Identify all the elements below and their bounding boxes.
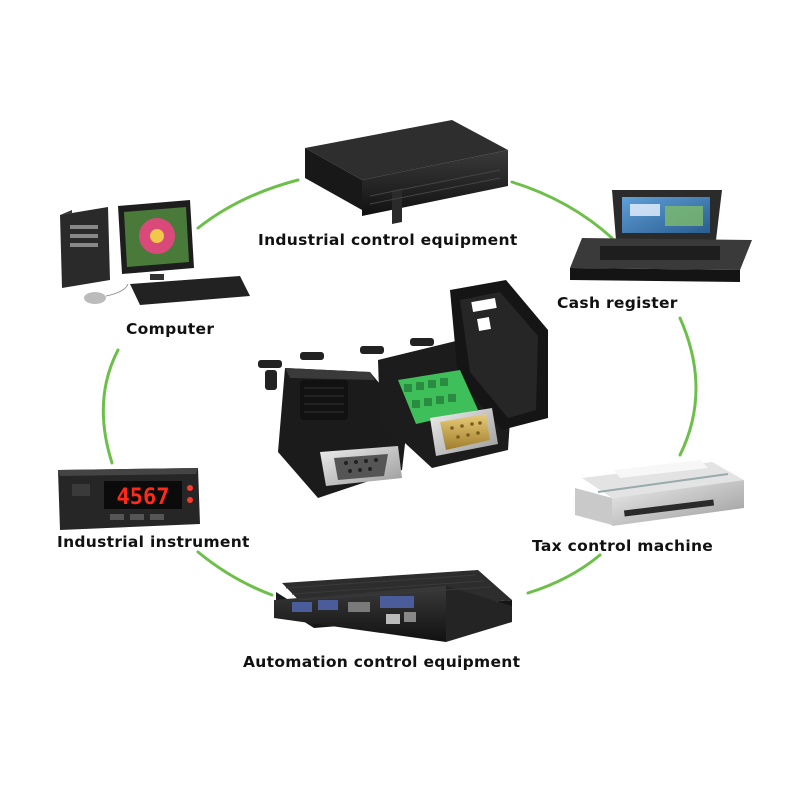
- label-computer: Computer: [126, 320, 215, 338]
- connection-ring: [101, 178, 698, 597]
- ring-arc-bottom-left: [196, 550, 274, 597]
- server-rack-icon: [305, 120, 508, 224]
- label-automation-control-equipment: Automation control equipment: [243, 653, 521, 671]
- laptop-icon: [570, 190, 752, 282]
- ring-arc-bottom-right: [526, 553, 602, 595]
- ring-arc-top-right: [510, 180, 614, 240]
- label-industrial-control-equipment: Industrial control equipment: [258, 231, 518, 249]
- printer-icon: [575, 460, 744, 526]
- ring-arc-top-left: [196, 178, 300, 230]
- fanless-pc-icon: [274, 570, 512, 642]
- panel-meter-icon: 4567: [58, 468, 200, 530]
- label-tax-control-machine: Tax control machine: [532, 537, 714, 555]
- ring-arc-right: [678, 316, 698, 457]
- label-cash-register: Cash register: [557, 294, 678, 312]
- db9-connector-icon: [258, 280, 548, 498]
- ring-arc-left: [101, 348, 120, 465]
- desktop-computer-icon: [60, 200, 250, 305]
- label-industrial-instrument: Industrial instrument: [57, 533, 250, 551]
- meter-readout: 4567: [117, 485, 170, 510]
